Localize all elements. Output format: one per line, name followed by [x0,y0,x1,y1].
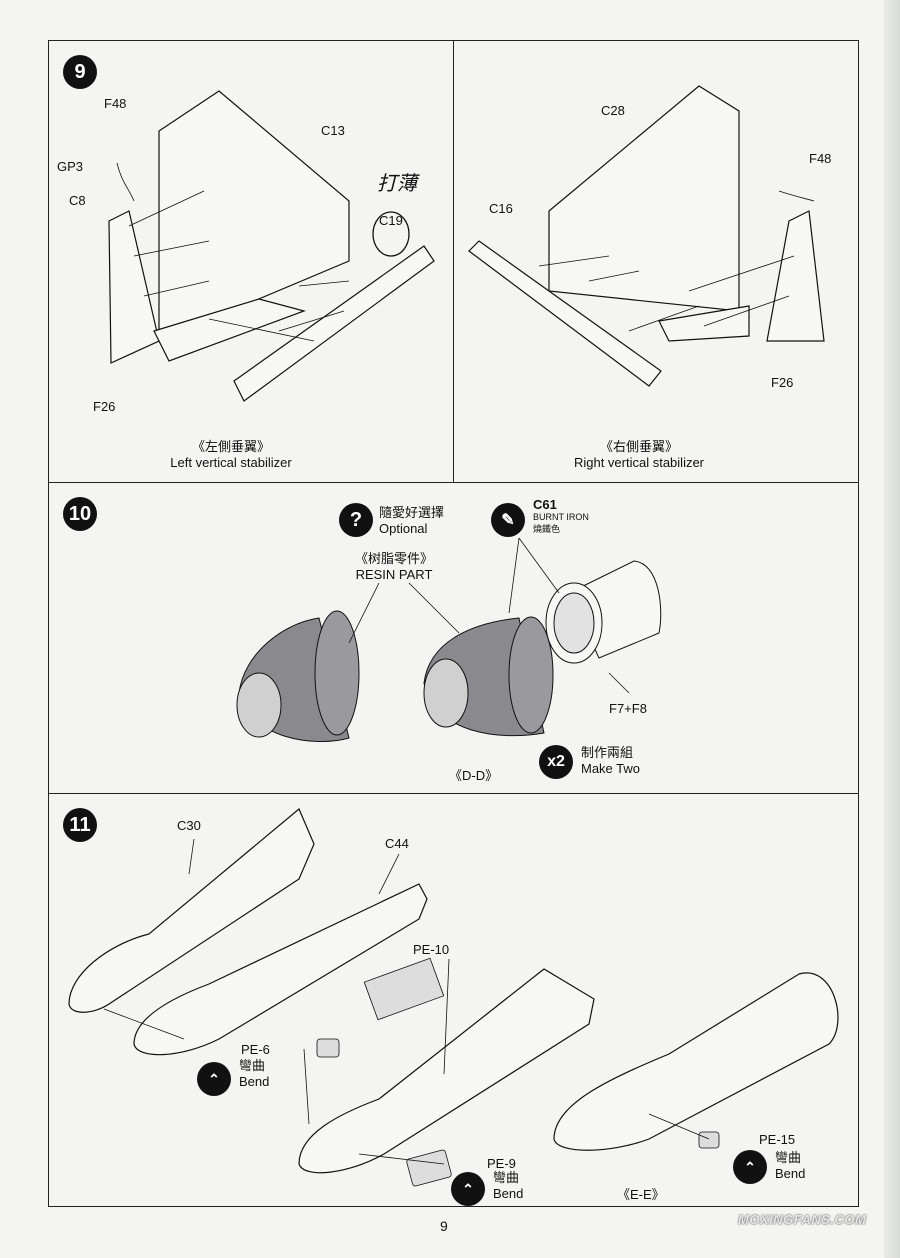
resin-nozzle-right [423,616,554,737]
bend-icon-3: ⌃ [733,1150,767,1184]
label-gp3: GP3 [57,159,84,174]
label-f7-f8: F7+F8 [609,701,647,716]
handwritten-note: 打薄 [377,171,417,195]
label-f26-right: F26 [771,375,794,390]
resin-en: RESIN PART [355,567,433,582]
paint-name-en: BURNT IRON [533,512,589,522]
right-stabilizer-base [658,305,750,342]
question-icon: ? [339,503,373,537]
step-10-drawing [236,537,662,743]
bend-en-3: Bend [775,1166,806,1181]
bend-en-1: Bend [239,1074,270,1089]
pe-6-part [316,1038,340,1058]
label-f26-left: F26 [93,399,116,414]
label-c30: C30 [177,818,201,833]
left-f26-fin [108,210,160,364]
bend-icon-1: ⌃ [197,1062,231,1096]
label-c44: C44 [385,836,409,851]
label-f48-left: F48 [104,96,127,111]
step-11-number: 11 [63,808,97,842]
step-9-number: 9 [63,55,97,89]
paint-name-cn: 燒鐵色 [533,524,561,534]
label-c13: C13 [321,123,345,138]
pe-10-part [363,957,445,1021]
resin-part-label: 《树脂零件》 RESIN PART [339,551,449,583]
nozzle-f7-f8 [545,560,662,664]
paint-brush-icon: ✎ [491,503,525,537]
step-11-drawing [68,808,839,1187]
bend-cn-2: 彎曲 [493,1170,520,1185]
optional-note: 隨愛好選擇 Optional [379,505,444,537]
multiplier-icon: x2 [539,745,573,779]
bend-en-2: Bend [493,1186,524,1201]
right-rudder-c16 [468,240,662,387]
view-ee-label: 《E-E》 [617,1187,665,1202]
right-stabilizer-caption: 《右側垂翼》 Right vertical stabilizer [539,439,739,471]
paint-callout: C61 BURNT IRON 燒鐵色 [533,497,589,535]
left-stabilizer-base [153,298,306,362]
right-f26-fin [766,210,825,342]
label-c16: C16 [489,201,513,216]
step-9-panel: 9 [48,40,859,483]
step-10-panel: 10 ? 隨愛好選擇 Optional ✎ C61 BURNT IRON 燒鐵色… [48,483,859,794]
label-c19: C19 [379,213,403,228]
step-11-panel: 11 C30 C44 PE-10 PE-6 [48,794,859,1207]
right-stabilizer-panel [548,85,740,312]
page-edge [884,0,900,1258]
left-caption-cn: 《左側垂翼》 [191,439,270,454]
detail-view-ee [553,972,839,1151]
bend-cn-3: 彎曲 [775,1150,802,1165]
fuselage-c44 [133,883,428,1056]
make-cn: 制作兩組 [581,745,634,760]
bend-cn-1: 彎曲 [239,1058,266,1073]
right-caption-en: Right vertical stabilizer [573,455,705,470]
pe-9-part [406,1149,452,1187]
left-stabilizer-panel [158,90,350,342]
optional-en: Optional [379,521,428,536]
bend-note-1: 彎曲 Bend [239,1058,269,1090]
bend-icon-2: ⌃ [451,1172,485,1206]
fuselage-assembled [298,968,595,1174]
page-number: 9 [440,1218,448,1234]
watermark: MOXINGFANS.COM [738,1212,867,1227]
fuselage-c30 [68,808,315,1013]
label-pe-9: PE-9 [487,1156,516,1171]
right-caption-cn: 《右側垂翼》 [599,439,678,454]
bend-note-3: 彎曲 Bend [775,1150,805,1182]
label-c28: C28 [601,103,625,118]
paint-code: C61 [533,497,557,512]
label-f48-right: F48 [809,151,832,166]
bend-note-2: 彎曲 Bend [493,1170,523,1202]
step-9-divider [453,41,454,482]
make-en: Make Two [581,761,641,776]
step-9-drawing [108,85,825,402]
make-two-note: 制作兩組 Make Two [581,745,640,777]
label-pe-6: PE-6 [241,1042,270,1057]
label-c8: C8 [69,193,86,208]
left-rudder-c19 [233,245,435,402]
left-stabilizer-caption: 《左側垂翼》 Left vertical stabilizer [141,439,321,471]
resin-cn: 《树脂零件》 [354,551,433,566]
label-pe-15: PE-15 [759,1132,796,1147]
optional-cn: 隨愛好選擇 [379,505,445,520]
step-10-number: 10 [63,497,97,531]
left-caption-en: Left vertical stabilizer [170,455,292,470]
pe-15-part [698,1131,720,1149]
label-pe-10: PE-10 [413,942,450,957]
view-dd-label: 《D-D》 [449,768,499,783]
resin-nozzle-left [236,610,360,743]
